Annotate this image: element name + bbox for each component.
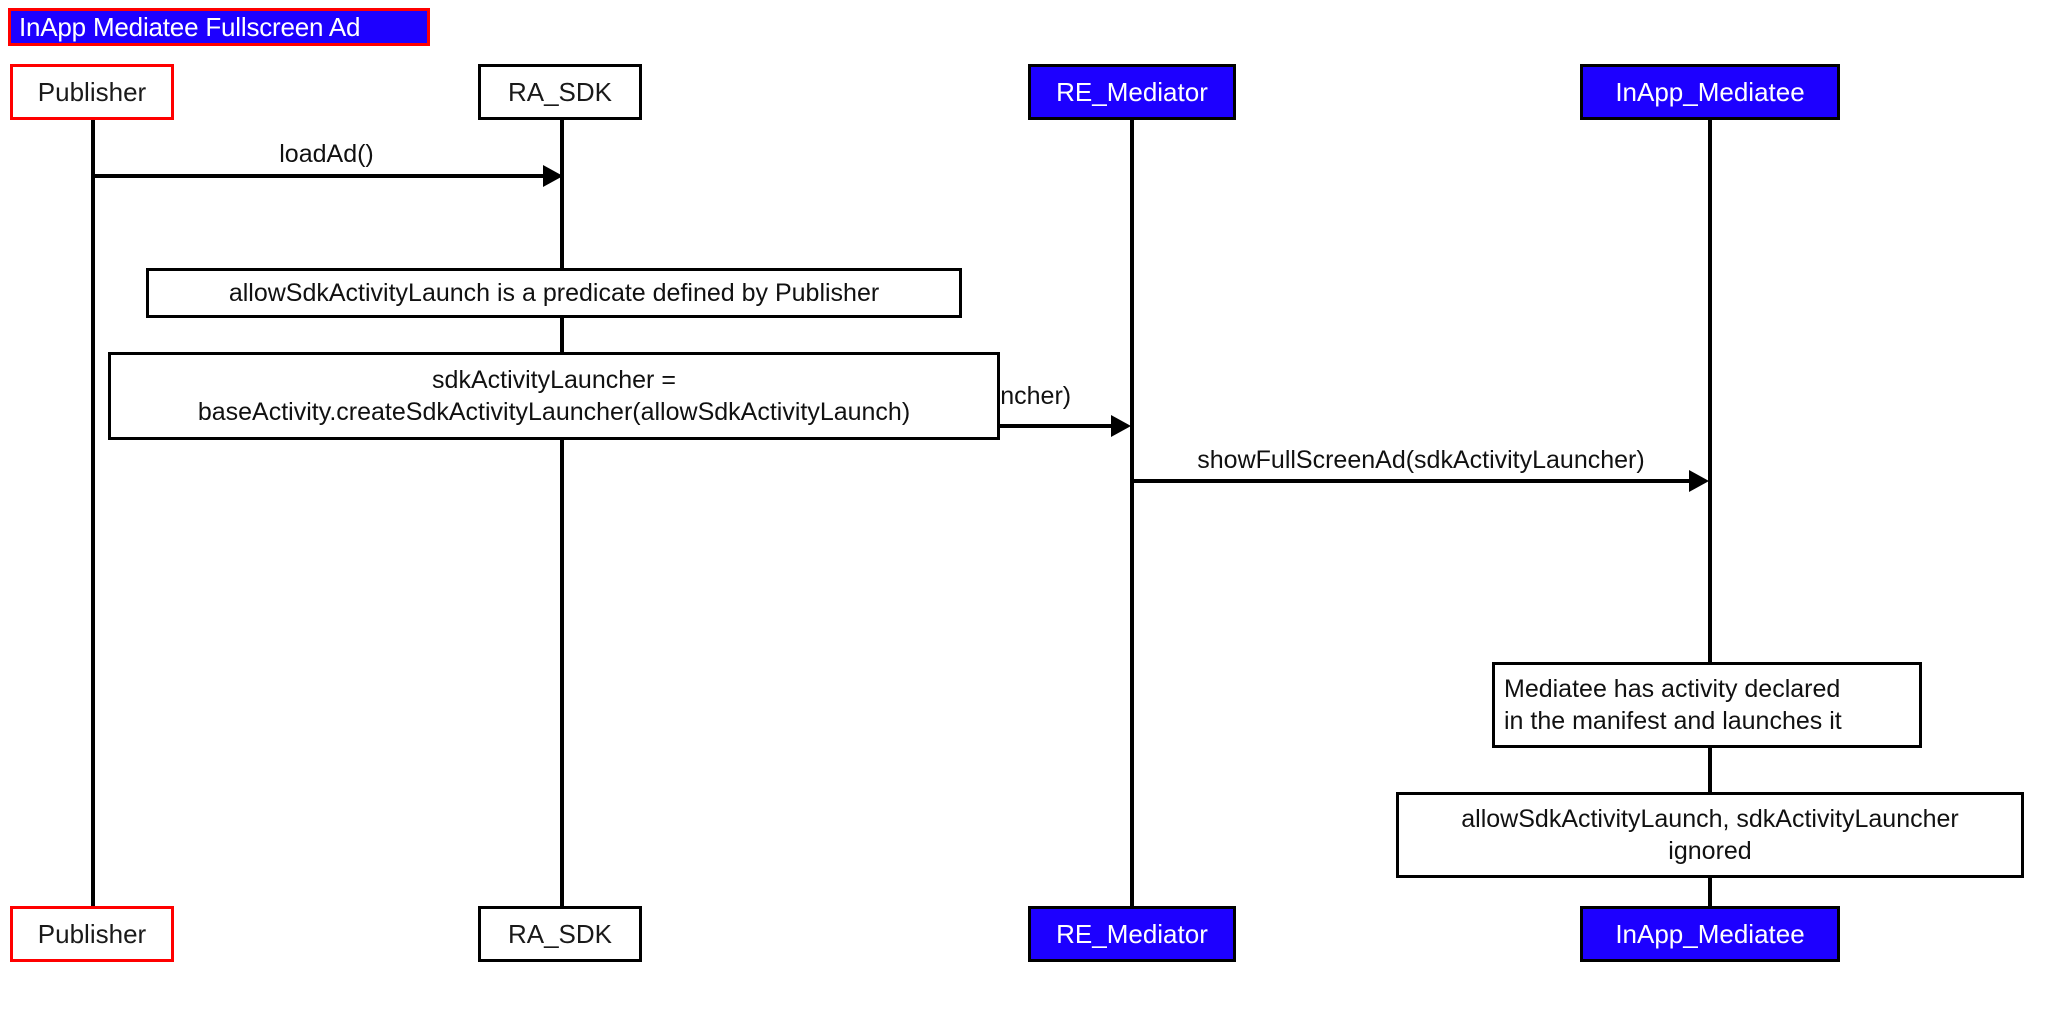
- lifeline-publisher: [91, 120, 95, 912]
- note-sdk-activity-launcher-creation: sdkActivityLauncher = baseActivity.creat…: [108, 352, 1000, 440]
- participant-label: RA_SDK: [507, 77, 613, 107]
- note-text: sdkActivityLauncher = baseActivity.creat…: [197, 366, 911, 426]
- participant-footer-inapp-mediatee[interactable]: InApp_Mediatee: [1580, 906, 1840, 962]
- note-allow-sdk-activity-launch-predicate: allowSdkActivityLaunch is a predicate de…: [146, 268, 962, 318]
- participant-label: RE_Mediator: [1056, 77, 1208, 107]
- note-text: allowSdkActivityLaunch is a predicate de…: [228, 279, 880, 307]
- participant-header-inapp-mediatee[interactable]: InApp_Mediatee: [1580, 64, 1840, 120]
- message-arrow-show-full-screen-ad: [1132, 479, 1689, 483]
- participant-footer-re-mediator[interactable]: RE_Mediator: [1028, 906, 1236, 962]
- note-text: allowSdkActivityLaunch, sdkActivityLaunc…: [1461, 805, 1959, 865]
- arrowhead-icon: [1111, 415, 1131, 437]
- participant-label: Publisher: [37, 919, 147, 949]
- arrowhead-icon: [1689, 470, 1709, 492]
- diagram-title-label: InApp Mediatee Fullscreen Ad: [19, 12, 361, 42]
- lifeline-inapp-mediatee: [1708, 120, 1712, 912]
- participant-label: RA_SDK: [507, 919, 613, 949]
- lifeline-ra-sdk: [560, 120, 564, 912]
- message-arrow-load-ad: [93, 174, 545, 178]
- participant-footer-publisher[interactable]: Publisher: [10, 906, 174, 962]
- participant-label: RE_Mediator: [1056, 919, 1208, 949]
- message-label-load-ad: loadAd(): [279, 140, 374, 168]
- lifeline-re-mediator: [1130, 120, 1134, 912]
- note-mediatee-manifest-activity: Mediatee has activity declared in the ma…: [1492, 662, 1922, 748]
- note-text: Mediatee has activity declared in the ma…: [1504, 675, 1842, 735]
- arrowhead-icon: [543, 165, 563, 187]
- note-launcher-ignored: allowSdkActivityLaunch, sdkActivityLaunc…: [1396, 792, 2024, 878]
- participant-label: Publisher: [37, 77, 147, 107]
- participant-label: InApp_Mediatee: [1615, 77, 1805, 107]
- participant-header-ra-sdk[interactable]: RA_SDK: [478, 64, 642, 120]
- participant-header-publisher[interactable]: Publisher: [10, 64, 174, 120]
- participant-header-re-mediator[interactable]: RE_Mediator: [1028, 64, 1236, 120]
- diagram-title-box: InApp Mediatee Fullscreen Ad: [8, 8, 430, 46]
- message-label-show-full-screen-ad: showFullScreenAd(sdkActivityLauncher): [1197, 446, 1645, 474]
- participant-footer-ra-sdk[interactable]: RA_SDK: [478, 906, 642, 962]
- participant-label: InApp_Mediatee: [1615, 919, 1805, 949]
